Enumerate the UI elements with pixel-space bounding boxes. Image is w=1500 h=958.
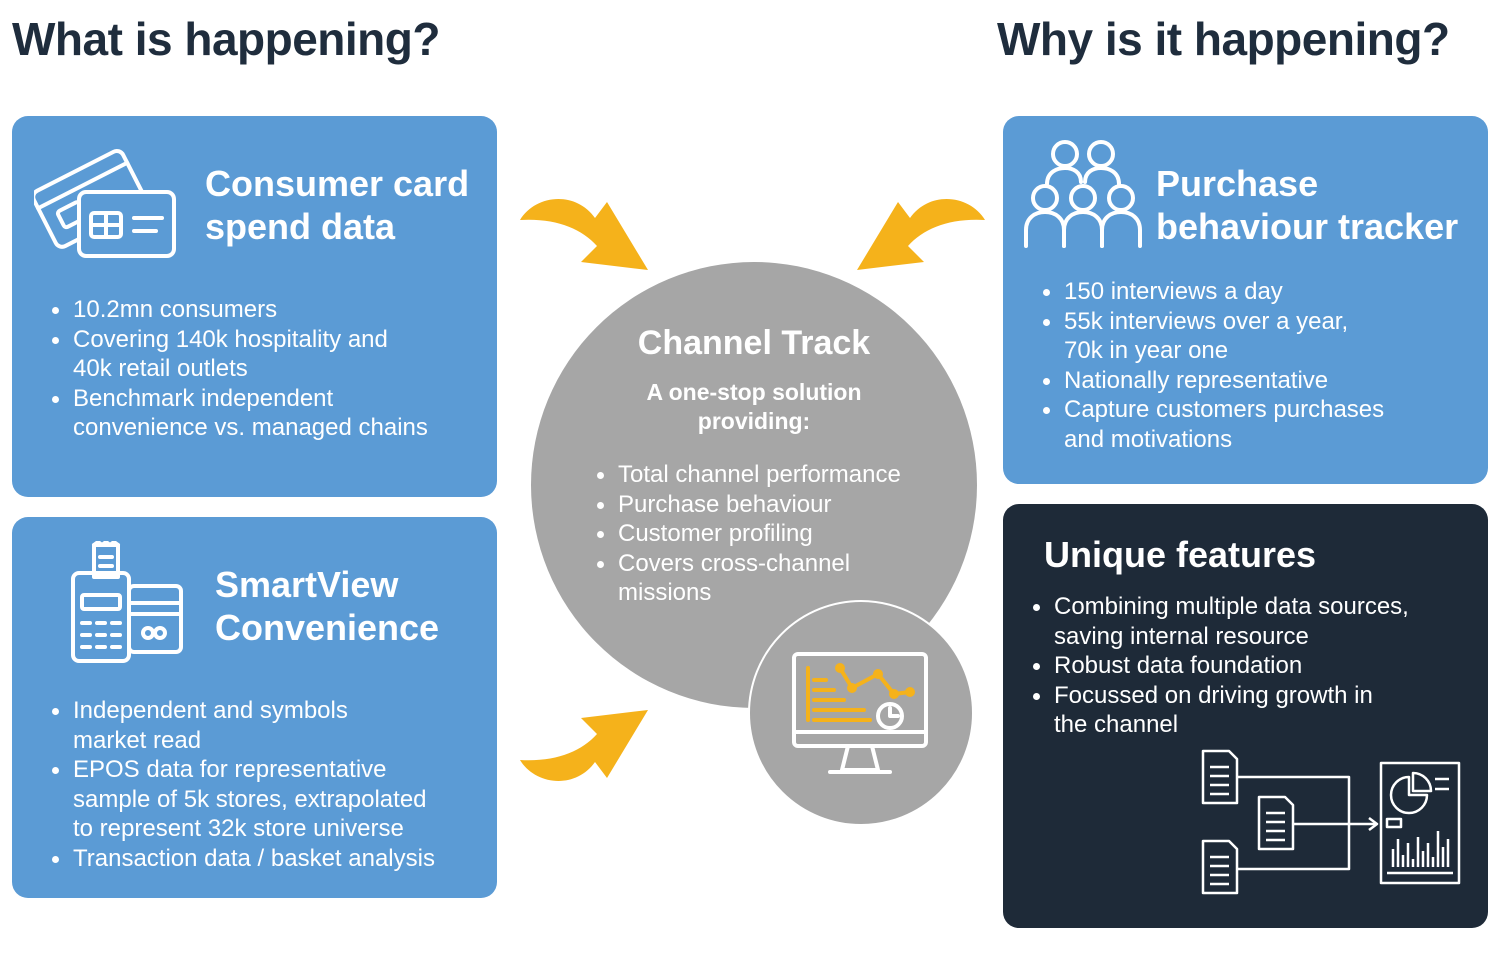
- list-item: 150 interviews a day: [1043, 277, 1500, 307]
- list-item: EPOS data for representative sample of 5…: [52, 755, 513, 844]
- data-sources-report-icon: [1201, 749, 1461, 895]
- smartview-convenience-card: SmartView Convenience Independent and sy…: [12, 517, 497, 898]
- bullet-list: 150 interviews a day 55k interviews over…: [1036, 277, 1500, 454]
- bullet-list: Total channel performance Purchase behav…: [590, 460, 988, 608]
- list-item: Covering 140k hospitality and 40k retail…: [52, 325, 503, 384]
- credit-cards-icon: [34, 148, 176, 258]
- list-item: Transaction data / basket analysis: [52, 844, 513, 874]
- bullet-list: 10.2mn consumers Covering 140k hospitali…: [45, 295, 503, 443]
- people-group-icon: [1024, 140, 1142, 248]
- pos-terminal-icon: [71, 541, 183, 663]
- card-title: SmartView Convenience: [215, 564, 440, 648]
- bullet-list: Combining multiple data sources, saving …: [1026, 592, 1494, 740]
- list-item: Covers cross-channel missions: [597, 549, 988, 608]
- arrow-top-left: [520, 199, 648, 270]
- list-item: Independent and symbols market read: [52, 696, 513, 755]
- bullet-list: Independent and symbols market read EPOS…: [45, 696, 513, 873]
- list-item: Focussed on driving growth in the channe…: [1033, 681, 1494, 740]
- monitor-circle: [748, 600, 974, 826]
- list-item: Combining multiple data sources, saving …: [1033, 592, 1494, 651]
- list-item: Benchmark independent convenience vs. ma…: [52, 384, 503, 443]
- right-heading: Why is it happening?: [997, 13, 1450, 65]
- arrow-top-right: [857, 199, 985, 270]
- card-title: Unique features: [1044, 534, 1317, 575]
- card-title: Consumer card spend data: [205, 163, 470, 247]
- list-item: 10.2mn consumers: [52, 295, 503, 325]
- center-subtitle: A one-stop solution providing:: [646, 379, 862, 434]
- left-heading: What is happening?: [12, 13, 440, 65]
- list-item: Robust data foundation: [1033, 651, 1494, 681]
- list-item: Purchase behaviour: [597, 490, 988, 520]
- monitor-analytics-icon: [792, 652, 928, 774]
- unique-features-card: Unique features Combining multiple data …: [1003, 504, 1488, 928]
- list-item: Capture customers purchases and motivati…: [1043, 395, 1500, 454]
- list-item: Nationally representative: [1043, 366, 1500, 396]
- card-title: Purchase behaviour tracker: [1156, 163, 1459, 247]
- purchase-behaviour-tracker-card: Purchase behaviour tracker 150 interview…: [1003, 116, 1488, 484]
- center-title: Channel Track: [637, 324, 871, 362]
- list-item: 55k interviews over a year, 70k in year …: [1043, 307, 1500, 366]
- list-item: Total channel performance: [597, 460, 988, 490]
- arrow-bottom-left: [520, 710, 648, 781]
- list-item: Customer profiling: [597, 519, 988, 549]
- consumer-card-spend-card: Consumer card spend data 10.2mn consumer…: [12, 116, 497, 497]
